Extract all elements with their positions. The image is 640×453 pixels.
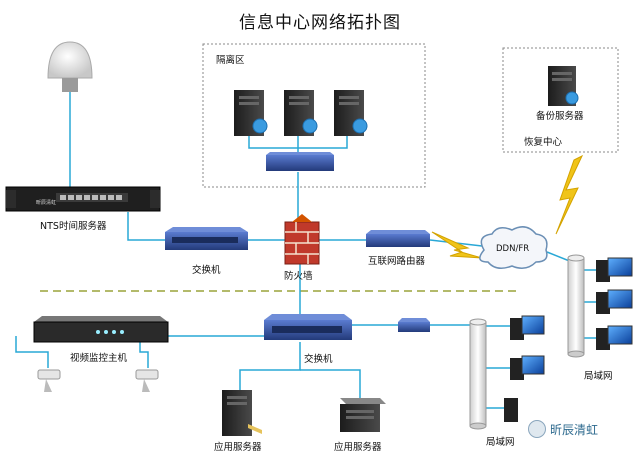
camera-2-icon: [135, 369, 159, 392]
core-switch-top-icon: [165, 227, 248, 250]
links: [15, 92, 596, 409]
core-switch-bottom-icon: [264, 314, 352, 340]
switch-top-label: 交换机: [192, 265, 221, 276]
dmz-server-3-icon: [334, 90, 368, 136]
lan-bottom-backbone-icon: [469, 318, 487, 430]
dmz-server-2-icon: [284, 90, 318, 136]
recovery-center-label: 恢复中心: [524, 137, 563, 148]
ddn-cloud-icon: [479, 226, 548, 269]
switch-bottom-label: 交换机: [304, 354, 333, 365]
lan-access-switch-icon: [398, 318, 430, 332]
lan-bottom-pc-2-icon: [510, 355, 545, 380]
firewall-icon: [284, 214, 320, 265]
ddn-label: DDN/FR: [496, 244, 530, 254]
backup-server-label: 备份服务器: [536, 111, 584, 122]
wechat-icon: [528, 420, 546, 438]
nts-server-icon: [5, 186, 161, 212]
app-server-1-icon: [222, 390, 262, 436]
wan-link-lightning-icon: [555, 154, 584, 235]
watermark-text: 昕辰清虹: [550, 422, 599, 437]
nts-server-label: NTS时间服务器: [40, 221, 107, 232]
lan-bottom-pc-3-icon: [504, 398, 518, 422]
dmz-server-1-icon: [234, 90, 268, 136]
internet-router-icon: [366, 230, 430, 247]
video-surveillance-host-icon: [33, 316, 169, 343]
internet-router-label: 互联网路由器: [368, 256, 426, 267]
dmz-switch-icon: [266, 152, 334, 171]
page-title: 信息中心网络拓扑图: [239, 13, 401, 32]
lan-right-pc-2-icon: [596, 289, 633, 314]
lan-bottom-label: 局域网: [486, 437, 515, 448]
video-host-label: 视频监控主机: [70, 353, 128, 364]
gps-antenna-icon: [47, 41, 93, 92]
app-server-2-icon: [340, 398, 386, 432]
app-server-1-label: 应用服务器: [214, 442, 262, 453]
app-server-2-label: 应用服务器: [334, 442, 382, 453]
lan-right-pc-3-icon: [596, 325, 633, 350]
lan-bottom-pc-1-icon: [510, 315, 545, 340]
lan-right-backbone-icon: [567, 254, 585, 358]
firewall-label: 防火墙: [284, 271, 313, 282]
lan-right-pc-1-icon: [596, 257, 633, 282]
lan-right-label: 局域网: [584, 371, 613, 382]
isolation-zone: [202, 43, 426, 188]
backup-server-icon: [548, 66, 579, 106]
isolation-zone-label: 隔离区: [216, 55, 245, 66]
camera-1-icon: [37, 369, 61, 392]
recovery-zone: [502, 47, 619, 153]
watermark: 昕辰清虹: [528, 420, 598, 438]
nts-brand-label: 昕辰清虹: [36, 199, 56, 206]
